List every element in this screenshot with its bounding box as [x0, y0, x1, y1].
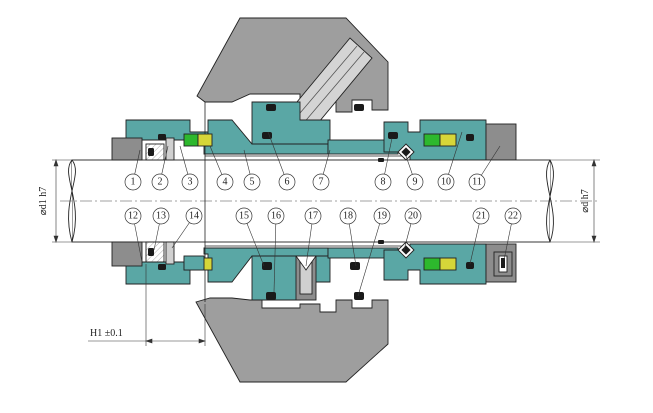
lower-seat-left [183, 255, 205, 271]
drive-pin-lower [165, 241, 175, 265]
callout-22: 22 [504, 207, 522, 225]
left-clamp-upper [111, 137, 143, 161]
callout-12: 12 [124, 207, 142, 225]
callout-5: 5 [243, 173, 261, 191]
spring-green-left-upper [183, 133, 199, 147]
lower-gland-housing [195, 297, 389, 383]
callout-18-label: 18 [343, 211, 353, 222]
callout-14-label: 14 [189, 211, 199, 222]
callout-14: 14 [185, 207, 203, 225]
callout-21: 21 [472, 207, 490, 225]
spring-yellow-right-lower [439, 257, 457, 271]
callout-4: 4 [216, 173, 234, 191]
callout-3-label: 3 [188, 177, 193, 188]
callout-16-label: 16 [271, 211, 281, 222]
callout-10: 10 [437, 173, 455, 191]
callout-13-label: 13 [156, 211, 166, 222]
callout-8: 8 [374, 173, 392, 191]
callout-17-label: 17 [308, 211, 318, 222]
callout-20: 20 [404, 207, 422, 225]
callout-8-label: 8 [381, 177, 386, 188]
callout-18: 18 [339, 207, 357, 225]
dimension-lines [52, 159, 600, 346]
callout-6-label: 6 [285, 177, 290, 188]
callout-19-label: 19 [377, 211, 387, 222]
callout-5-label: 5 [250, 177, 255, 188]
callout-13: 13 [152, 207, 170, 225]
callout-12-label: 12 [128, 211, 138, 222]
lip-seal-upper-inner [401, 147, 411, 157]
spring-green-right-upper [423, 133, 441, 147]
drive-pin-upper [165, 137, 175, 161]
callout-6: 6 [278, 173, 296, 191]
callout-9-label: 9 [413, 177, 418, 188]
set-screw-lower [145, 241, 165, 263]
length-dimension-label: H1 ±0.1 [90, 328, 123, 339]
callout-21-label: 21 [476, 211, 486, 222]
callout-10-label: 10 [441, 177, 451, 188]
callout-22-label: 22 [508, 211, 518, 222]
callout-20-label: 20 [408, 211, 418, 222]
callout-15-label: 15 [239, 211, 249, 222]
callout-3: 3 [181, 173, 199, 191]
callout-19: 19 [373, 207, 391, 225]
callout-16: 16 [267, 207, 285, 225]
callout-2: 2 [151, 173, 169, 191]
spring-green-right-lower [423, 257, 441, 271]
callout-1-label: 1 [131, 177, 136, 188]
callout-4-label: 4 [223, 177, 228, 188]
callout-1: 1 [124, 173, 142, 191]
callout-17: 17 [304, 207, 322, 225]
left-diameter-label: ⌀d1 h7 [38, 187, 49, 216]
callout-7-label: 7 [319, 177, 324, 188]
callout-11-label: 11 [472, 177, 482, 188]
callout-2-label: 2 [158, 177, 163, 188]
o-rings [148, 104, 474, 300]
left-clamp-lower [111, 241, 143, 267]
end-collar-upper [485, 123, 517, 161]
callout-9: 9 [406, 173, 424, 191]
callout-7: 7 [312, 173, 330, 191]
right-diameter-label: ⌀d h7 [580, 189, 591, 213]
spring-yellow-right-upper [439, 133, 457, 147]
callout-11: 11 [468, 173, 486, 191]
callout-15: 15 [235, 207, 253, 225]
spring-yellow-left-upper [197, 133, 213, 147]
